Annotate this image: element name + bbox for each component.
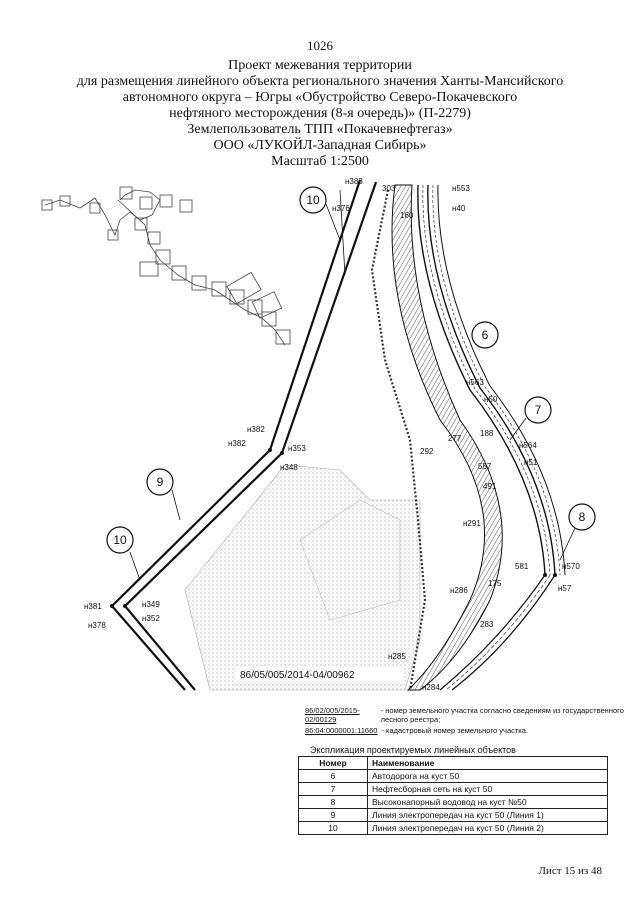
row-number: 8 [298,795,368,809]
legend-text-forest: - номер земельного участка согласно свед… [380,706,624,724]
overview-sketch [41,186,291,346]
pt-label: н352 [142,614,160,623]
point-labels: н383 н376 303 н553 н40 160 н563 н50 н564… [84,177,580,692]
title-line-2: для размещения линейного объекта региона… [76,74,564,89]
title-line-1: Проект межевания территории [228,58,412,73]
circle-label-8: 8 [579,510,586,524]
pt-label: н285 [388,652,406,661]
pt-label: 175 [488,579,502,588]
pt-label: н382 [228,439,246,448]
road-corridor [391,184,503,691]
pt-label: 303 [382,184,396,193]
pt-label: н286 [450,586,468,595]
pipeline-corridors [417,184,566,691]
title-line-5: Землепользователь ТПП «Покачевнефтегаз» [187,122,453,137]
circle-label-6: 6 [482,328,489,342]
pt-label: 491 [483,482,497,491]
pt-label: н349 [142,600,160,609]
pt-label: н50 [484,395,498,404]
pt-label: н381 [84,602,102,611]
forest-plot-label: 86/05/005/2014-04/00962 [240,670,355,681]
pt-label: н284 [422,683,440,692]
pt-label: н378 [88,621,106,630]
title-line-3: автономного округа – Югры «Обустройство … [122,90,518,105]
pt-label: н348 [280,463,298,472]
circle-label-10-top: 10 [306,193,320,207]
pt-label: н353 [288,444,306,453]
pt-label: 292 [420,447,434,456]
row-name: Высоконапорный водовод на куст №50 [367,795,608,809]
row-name: Автодорога на куст 50 [367,769,608,783]
row-name: Линия электропередач на куст 50 (Линия 2… [367,821,608,835]
pt-label: 188 [480,429,494,438]
survey-boundary [370,189,427,691]
scale-line: Масштаб 1:2500 [271,154,369,169]
legend-text-cadastral: - кадастровый номер земельного участка. [381,726,528,735]
column-header-number: Номер [298,756,368,770]
forest-plot-area [184,464,421,691]
object-circles: 10 6 7 9 10 8 [106,186,596,581]
legend-code-cadastral: 86:04:0000001:11660 [305,726,378,735]
sheet-number: Лист 15 из 48 [538,865,602,877]
row-number: 9 [298,808,368,822]
pt-label: 160 [400,211,414,220]
legend-code-forest: 86/02/005/2015-02/00129 [305,706,360,724]
map-legend: 86/02/005/2015-02/00129 - номер земельног… [305,706,635,737]
explication-title: Экспликация проектируемых линейных объек… [310,745,516,755]
row-number: 6 [298,769,368,783]
power-lines [110,179,378,691]
pt-label: н553 [452,184,470,193]
row-number: 7 [298,782,368,796]
pt-label: 283 [480,620,494,629]
pt-label: н51 [524,458,538,467]
pt-label: н40 [452,204,466,213]
pt-label: н564 [519,441,537,450]
circle-label-7: 7 [535,403,542,417]
column-header-name: Наименование [367,756,608,770]
circle-label-10-bottom: 10 [113,533,127,547]
pt-label: н291 [463,519,481,528]
pt-label: 581 [515,562,529,571]
pt-label: н57 [558,584,572,593]
document-header: 1026 Проект межевания территории для раз… [0,38,640,170]
point-markers [110,448,557,608]
pt-label: 557 [478,462,492,471]
title-line-6: ООО «ЛУКОЙЛ-Западная Сибирь» [213,138,427,153]
pt-label: н570 [562,562,580,571]
pt-label: н383 [345,177,363,186]
circle-label-9: 9 [157,475,164,489]
title-line-4: нефтяного месторождения (8-я очередь)» (… [169,106,471,121]
row-number: 10 [298,821,368,835]
pt-label: н376 [332,204,350,213]
row-name: Нефтесборная сеть на куст 50 [367,782,608,796]
page-number: 1026 [307,38,333,53]
pt-label: н563 [466,378,484,387]
pt-label: 277 [448,434,462,443]
pt-label: н382 [247,425,265,434]
row-name: Линия электропередач на куст 50 (Линия 1… [367,808,608,822]
